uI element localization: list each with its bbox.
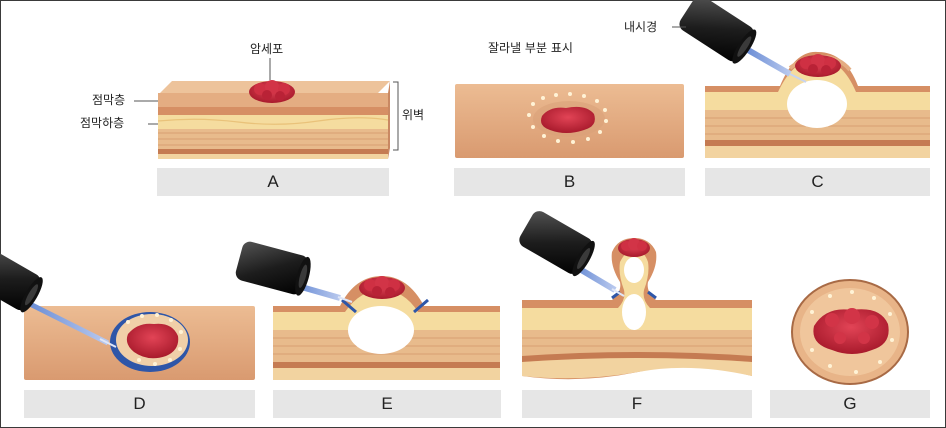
endoscope-e: [234, 240, 352, 302]
panel-c-tissue: [705, 52, 930, 158]
caption-g: G: [770, 390, 930, 418]
cancer-cell-label: 암세포: [250, 42, 283, 56]
caption-b: B: [454, 168, 685, 196]
caption-f: F: [522, 390, 752, 418]
panel-g-specimen: [792, 280, 908, 384]
stomach-wall-label: 위벽: [402, 108, 424, 122]
cut-mark-label: 잘라낼 부분 표시: [488, 41, 573, 55]
panel-b-surface: [455, 84, 684, 158]
endoscope-f: [516, 208, 624, 296]
caption-c: C: [705, 168, 930, 196]
caption-d: D: [24, 390, 255, 418]
endoscope-label: 내시경: [624, 20, 657, 34]
mucosa-label: 점막층: [92, 93, 125, 107]
panel-a-tissue: [158, 80, 390, 159]
endoscope-c: [676, 0, 806, 82]
caption-a: A: [157, 168, 389, 196]
stomach-wall-bracket: [393, 82, 398, 150]
caption-e: E: [273, 390, 501, 418]
submucosa-label: 점막하층: [80, 116, 124, 130]
